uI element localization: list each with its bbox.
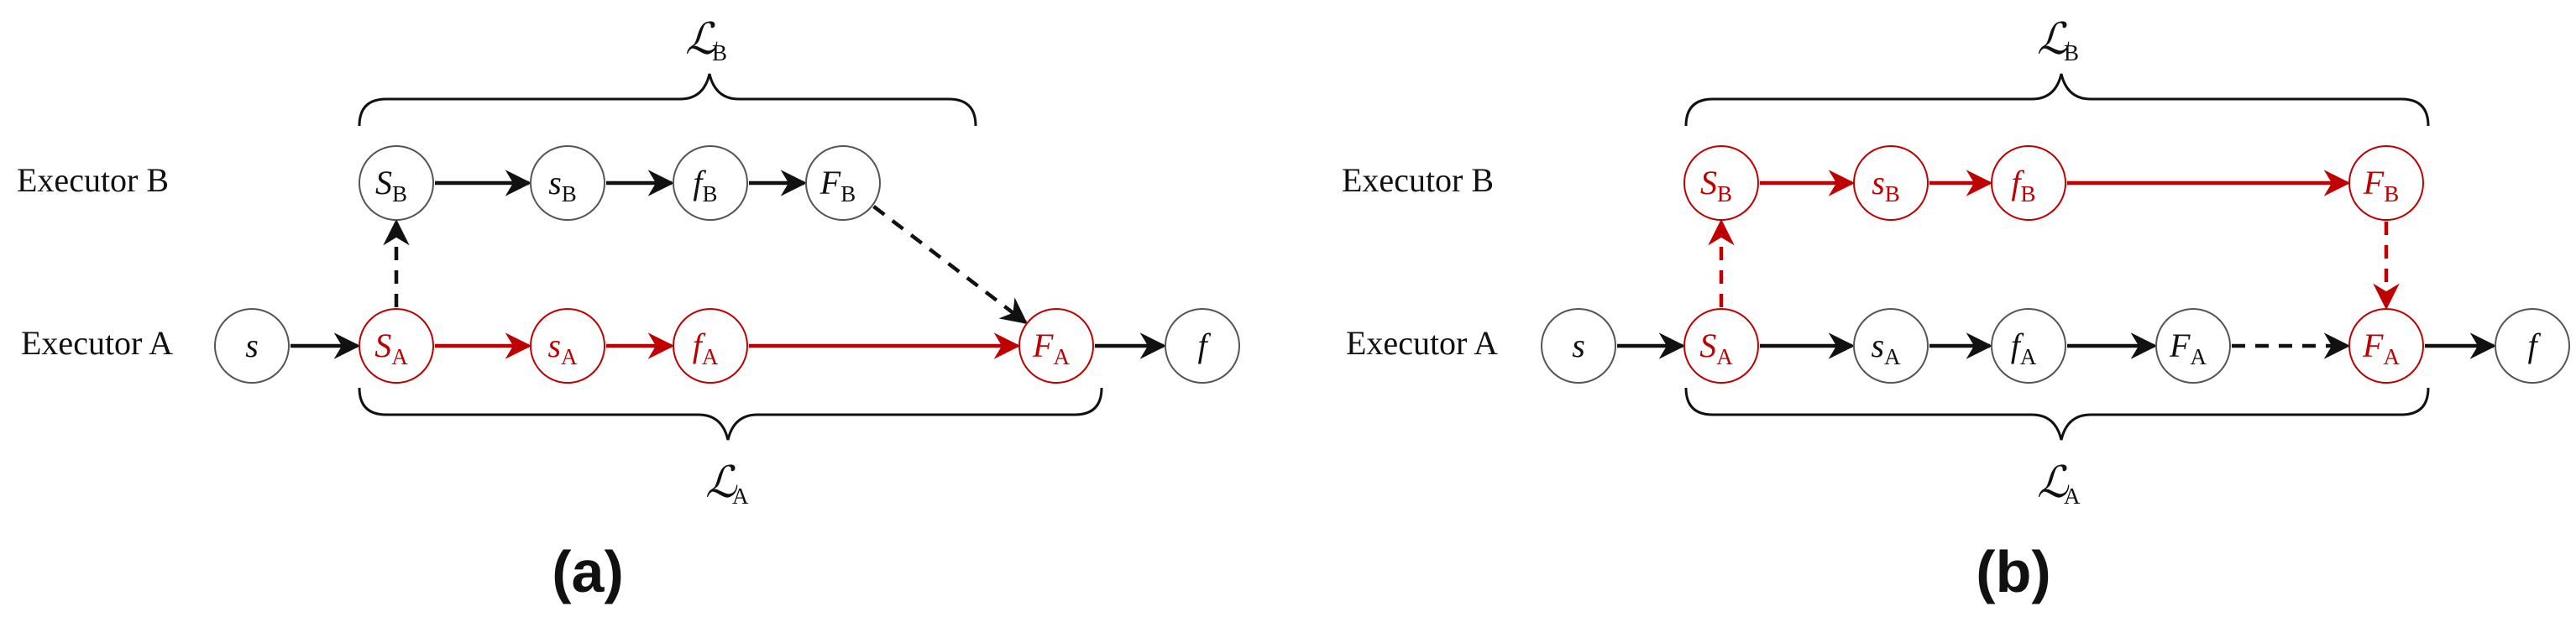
- node-circle: [1683, 308, 1759, 384]
- node-label: s: [245, 327, 259, 364]
- node-SA: SA: [1683, 308, 1759, 384]
- node-circle: [673, 145, 748, 221]
- node-label: sA: [1871, 327, 1901, 369]
- node-FA2: FA: [2155, 308, 2231, 384]
- svg-text:ℒ: ℒ: [2037, 459, 2070, 507]
- node-sB: sB: [1853, 145, 1929, 221]
- row-label-executor-a: Executor A: [1346, 324, 1498, 362]
- node-circle: [1991, 308, 2066, 384]
- node-circle: [2495, 308, 2570, 384]
- svg-text:A: A: [732, 484, 749, 509]
- edge-FB-to-FA: [872, 205, 1028, 324]
- node-circle: [1683, 145, 1759, 221]
- node-circle: [2348, 145, 2424, 221]
- node-s: s: [214, 308, 290, 384]
- node-fA: fA: [673, 308, 748, 384]
- node-FB: FB: [805, 145, 881, 221]
- svg-text:ℒ: ℒ: [705, 459, 738, 507]
- node-circle: [805, 145, 881, 221]
- brace-bottom-la: [1684, 387, 2430, 441]
- node-label: sA: [547, 327, 578, 369]
- brace-top-lb: [1684, 73, 2430, 127]
- svg-text:ℒ: ℒ: [685, 16, 718, 64]
- node-label: sB: [548, 164, 577, 207]
- node-label: FA: [1032, 327, 1070, 369]
- svg-text:A: A: [2064, 484, 2081, 509]
- node-circle: [359, 308, 434, 384]
- brace-top-lb: [358, 73, 977, 127]
- node-SB: SB: [1683, 145, 1759, 221]
- node-s: s: [1541, 308, 1616, 384]
- svg-text:B: B: [712, 40, 727, 65]
- node-circle: [1991, 145, 2066, 221]
- caption-a: (a): [552, 539, 624, 604]
- node-FB: FB: [2348, 145, 2424, 221]
- node-SB: SB: [359, 145, 434, 221]
- node-label: s: [1572, 327, 1585, 364]
- node-label: SB: [375, 164, 407, 207]
- svg-text:B: B: [2064, 40, 2079, 65]
- node-fB: fB: [1991, 145, 2066, 221]
- node-fB: fB: [673, 145, 748, 221]
- node-circle: [1165, 308, 1240, 384]
- brace-bottom-label: ℒ A: [705, 459, 749, 509]
- node-circle: [1853, 145, 1929, 221]
- row-label-executor-b: Executor B: [17, 161, 169, 199]
- node-circle: [1853, 308, 1929, 384]
- nodes-panel-b: s SA sA fA FA FA f SB sB fB FB: [1541, 145, 2570, 384]
- node-label: sB: [1872, 164, 1900, 207]
- node-FA: FA: [1018, 308, 1094, 384]
- node-label: FA: [2362, 327, 2400, 369]
- node-circle: [1018, 308, 1094, 384]
- node-sB: sB: [530, 145, 605, 221]
- node-label: FB: [2363, 164, 2399, 207]
- node-f: f: [2495, 308, 2570, 384]
- node-sA: sA: [530, 308, 605, 384]
- row-label-executor-a: Executor A: [21, 324, 173, 362]
- node-circle: [530, 145, 605, 221]
- node-FA: FA: [2348, 308, 2424, 384]
- node-f: f: [1165, 308, 1240, 384]
- brace-bottom-la: [358, 387, 1103, 441]
- node-circle: [2155, 308, 2231, 384]
- node-label: SA: [374, 327, 408, 369]
- brace-top-label: ℒ B: [2037, 16, 2079, 65]
- node-label: FB: [819, 164, 856, 207]
- nodes-panel-a: s SA sA fA FA f SB sB fB FB: [214, 145, 1240, 384]
- node-label: SB: [1700, 164, 1732, 207]
- node-fA: fA: [1991, 308, 2066, 384]
- node-circle: [2348, 308, 2424, 384]
- edges-panel-b: [1617, 170, 2497, 359]
- node-circle: [530, 308, 605, 384]
- node-label: SA: [1699, 327, 1733, 369]
- node-circle: [673, 308, 748, 384]
- brace-top-label: ℒ B: [685, 16, 727, 65]
- row-label-executor-b: Executor B: [1342, 161, 1494, 199]
- node-sA: sA: [1853, 308, 1929, 384]
- node-circle: [214, 308, 290, 384]
- svg-text:ℒ: ℒ: [2037, 16, 2070, 64]
- node-circle: [1541, 308, 1616, 384]
- edges-panel-a: [291, 170, 1167, 359]
- node-label: FA: [2169, 327, 2207, 369]
- caption-b: (b): [1976, 539, 2050, 604]
- node-circle: [359, 145, 434, 221]
- brace-bottom-label: ℒ A: [2037, 459, 2081, 509]
- node-SA: SA: [359, 308, 434, 384]
